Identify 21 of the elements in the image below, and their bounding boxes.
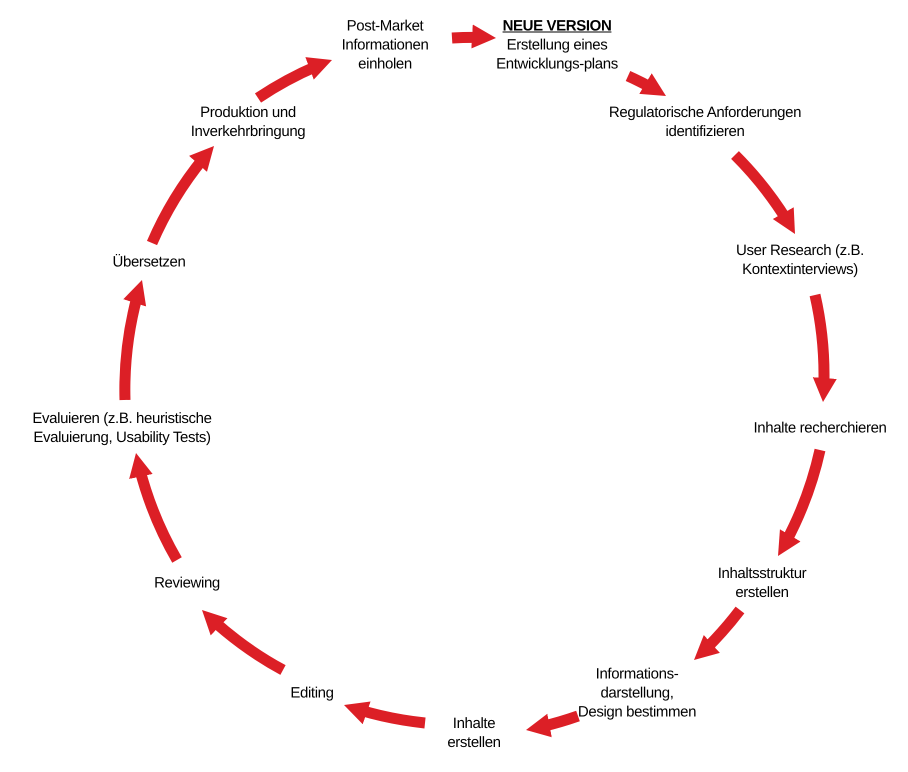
step-label: Editing (290, 684, 334, 702)
curved-arrow (120, 278, 148, 400)
step-label: Evaluieren (z.B. heuristische Evaluierung, Usability Tests) (31, 409, 213, 447)
curved-arrow (342, 700, 426, 728)
step-label: Inhaltsstruktur erstellen (716, 564, 808, 602)
step-label: Regulatorische Anforderungen identifizieren (608, 103, 802, 141)
step-label: Übersetzen (112, 252, 186, 272)
curved-arrow (255, 54, 334, 103)
step-label: Reviewing (154, 574, 220, 592)
step-label: User Research (z.B. Kontextinterviews) (735, 241, 865, 279)
step-label: Inhalte erstellen (446, 714, 502, 752)
curved-arrow (524, 710, 580, 737)
step-label: Informations- darstellung, Design bestimmen (577, 664, 697, 722)
step-label: Erstellung eines Entwicklungs-plans (495, 36, 619, 74)
curved-arrow (810, 294, 836, 402)
step-label: Post-Market Informationen einholen (340, 16, 430, 74)
curved-arrow (452, 24, 496, 49)
step-label: Produktion und Inverkehrbringung (190, 103, 306, 141)
step-heading: NEUE VERSION (502, 16, 612, 36)
step-label: Inhalte recherchieren (753, 418, 887, 438)
curved-arrow (130, 452, 182, 563)
